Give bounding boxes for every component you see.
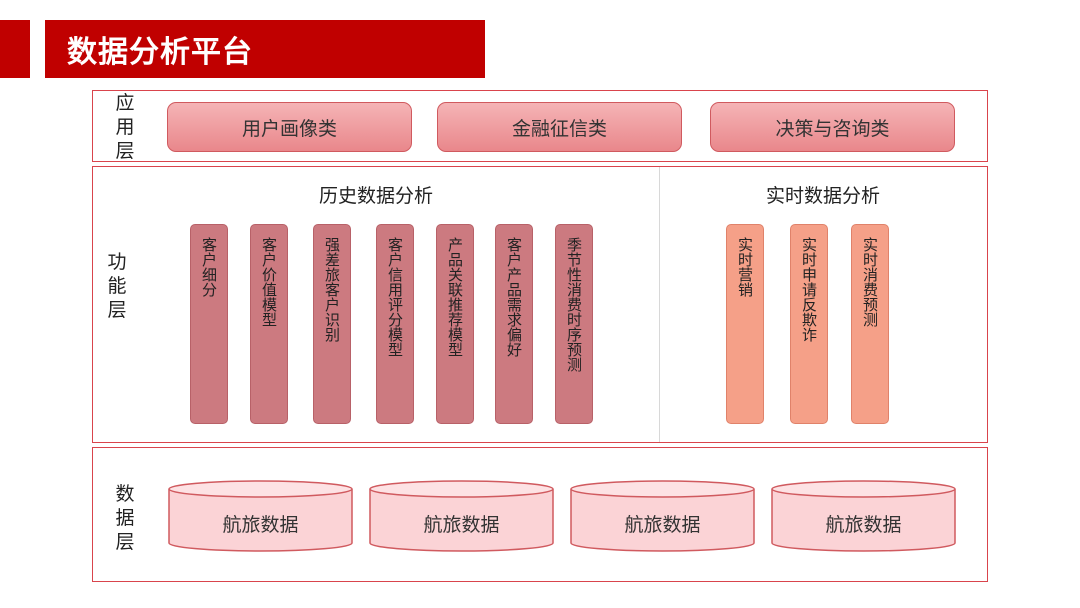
historical-item: 客户信用评分模型 (376, 224, 414, 424)
function-layer: 功能层 历史数据分析 实时数据分析 客户细分 客户价值模型 强差旅客户识别 客户… (92, 166, 988, 443)
application-layer: 应用层 用户画像类 金融征信类 决策与咨询类 (92, 90, 988, 162)
app-item-label: 用户画像类 (241, 117, 337, 140)
app-item-user-profile: 用户画像类 (167, 102, 412, 152)
data-layer: 数据层 航旅数据 航旅数据 航旅数据 航旅数据 (92, 447, 988, 582)
database-cylinder-icon (168, 480, 353, 552)
application-layer-label: 应用层 (115, 92, 135, 162)
function-layer-label: 功能层 (107, 251, 127, 321)
title-accent-block (0, 20, 30, 78)
database-cylinder: 航旅数据 (570, 480, 755, 552)
historical-item-label: 客户信用评分模型 (386, 237, 404, 357)
historical-item: 强差旅客户识别 (313, 224, 351, 424)
app-item-financial-credit: 金融征信类 (437, 102, 682, 152)
database-label: 航旅数据 (825, 514, 902, 536)
database-cylinder: 航旅数据 (369, 480, 554, 552)
realtime-item-label: 实时消费预测 (861, 237, 879, 327)
historical-item-label: 季节性消费时序预测 (565, 237, 583, 372)
app-item-label: 金融征信类 (511, 117, 607, 140)
historical-item-label: 客户价值模型 (260, 237, 278, 327)
historical-item-label: 产品关联推荐模型 (446, 237, 464, 357)
database-label: 航旅数据 (423, 514, 500, 536)
app-item-label: 决策与咨询类 (775, 117, 890, 140)
database-cylinder: 航旅数据 (771, 480, 956, 552)
page-title: 数据分析平台 (45, 20, 485, 78)
historical-item: 客户产品需求偏好 (495, 224, 533, 424)
database-cylinder-icon (369, 480, 554, 552)
database-label: 航旅数据 (222, 514, 299, 536)
database-cylinder-icon (771, 480, 956, 552)
historical-item: 季节性消费时序预测 (555, 224, 593, 424)
realtime-analysis-title: 实时数据分析 (765, 185, 880, 207)
realtime-item-label: 实时营销 (736, 237, 754, 297)
data-layer-label: 数据层 (115, 483, 135, 553)
historical-item: 产品关联推荐模型 (436, 224, 474, 424)
database-cylinder: 航旅数据 (168, 480, 353, 552)
database-cylinder-icon (570, 480, 755, 552)
section-divider (659, 167, 660, 442)
database-label: 航旅数据 (624, 514, 701, 536)
historical-analysis-title: 历史数据分析 (318, 185, 433, 207)
historical-item-label: 客户产品需求偏好 (505, 237, 523, 357)
realtime-item-label: 实时申请反欺诈 (800, 237, 818, 342)
historical-item: 客户价值模型 (250, 224, 288, 424)
realtime-item: 实时营销 (726, 224, 764, 424)
historical-item-label: 客户细分 (200, 237, 218, 297)
page-title-text: 数据分析平台 (67, 35, 253, 70)
app-item-decision-consulting: 决策与咨询类 (710, 102, 955, 152)
realtime-item: 实时申请反欺诈 (790, 224, 828, 424)
historical-item: 客户细分 (190, 224, 228, 424)
realtime-item: 实时消费预测 (851, 224, 889, 424)
historical-item-label: 强差旅客户识别 (323, 237, 341, 342)
